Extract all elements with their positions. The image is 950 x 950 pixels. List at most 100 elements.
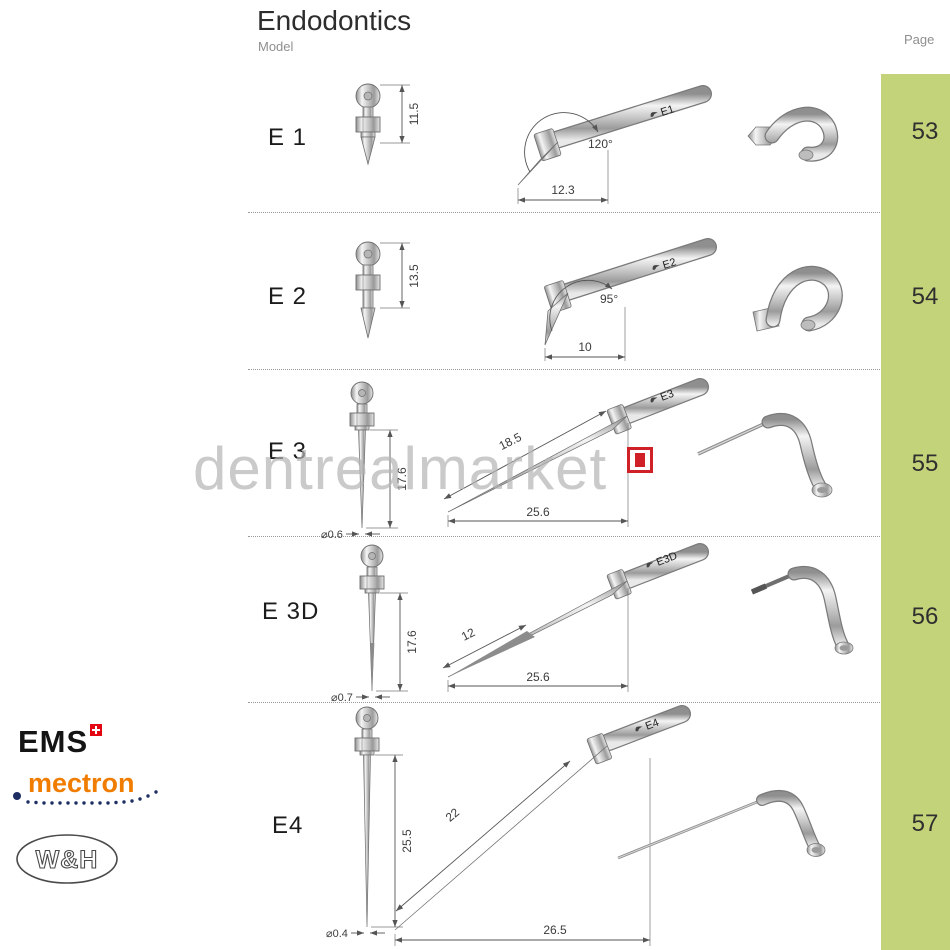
e3-width-dimension: 25.6 — [447, 423, 629, 527]
e3-photo — [697, 413, 833, 498]
e1-width-dimension: 12.3 — [517, 150, 609, 204]
brand-glyph-icon — [635, 726, 643, 732]
e1-height-dimension: 11.5 — [380, 84, 421, 144]
e3-tip-shape — [447, 378, 709, 513]
row-separator — [248, 536, 880, 537]
page-number-e1: 53 — [911, 118, 939, 145]
e3d-side-drawing: E3D 12 25.6 — [442, 543, 709, 692]
page-title: Endodontics — [257, 5, 412, 36]
row-separator — [248, 369, 880, 370]
mectron-dots — [13, 790, 158, 805]
e4-side-drawing: E4 22 26.5 — [394, 705, 691, 946]
page-number-e4: 57 — [911, 810, 939, 837]
page-number-bar — [881, 74, 950, 950]
e4-spiral-texture — [398, 761, 586, 925]
row-separator — [248, 212, 880, 213]
brand-glyph-icon — [650, 112, 658, 117]
e3-height-dim-label: 17.6 — [395, 467, 409, 491]
e3d-photo — [750, 566, 854, 655]
e2-height-dimension: 13.5 — [380, 242, 421, 309]
mectron-logo: mectron — [13, 768, 158, 805]
e2-width-dimension: 10 — [544, 307, 626, 361]
e3-photo-shape — [697, 413, 833, 498]
e4-slant-dim-label: 22 — [443, 805, 462, 825]
e2-tip-shape — [544, 238, 717, 346]
brand-glyph-icon — [652, 265, 660, 270]
e3-diameter-dim-label: ⌀0.6 — [321, 529, 343, 541]
e3-shaft-label: E3 — [659, 388, 676, 404]
e2-small-drawing: 13.5 — [355, 241, 421, 339]
e2-tip-model-marking: E2 — [652, 256, 678, 272]
e3-height-dimension: 17.6 — [366, 429, 409, 529]
e4-shaft-label: E4 — [644, 717, 661, 733]
wh-logo: W&H — [16, 834, 118, 884]
e3d-diamond-coating — [448, 631, 535, 677]
model-label-e3d: E 3D — [262, 598, 320, 625]
model-label-e4: E4 — [272, 812, 304, 839]
ems-swiss-cross-icon — [90, 724, 103, 736]
page-number-e2: 54 — [911, 283, 939, 310]
e3d-connector-shape — [359, 544, 385, 692]
page-number-e3: 55 — [911, 450, 939, 477]
e3d-slant-dim-label: 12 — [459, 625, 478, 644]
row-separator — [248, 702, 880, 703]
e3-connector-shape — [349, 381, 375, 529]
e2-side-drawing: E2 95° 10 — [544, 238, 717, 361]
e1-photo — [747, 106, 839, 162]
page-number-e3d: 56 — [911, 603, 939, 630]
model-column-label: Model — [258, 39, 294, 54]
e4-photo — [617, 789, 826, 860]
e2-photo-shape — [752, 265, 843, 332]
model-label-e3: E 3 — [268, 438, 308, 465]
e1-tip-shape — [517, 85, 712, 186]
e3d-slant-dimension: 12 — [442, 624, 527, 669]
e3-diameter-dimension: ⌀0.6 — [321, 529, 380, 541]
brand-glyph-icon — [650, 397, 658, 403]
e3d-height-dim-label: 17.6 — [405, 630, 419, 654]
e2-height-dim-label: 13.5 — [407, 264, 421, 288]
e3d-tip-shape — [447, 543, 709, 678]
e3-side-drawing: E3 18.5 25.6 — [443, 378, 709, 527]
e4-connector-shape — [354, 706, 380, 928]
e1-small-drawing: 11.5 — [355, 83, 421, 166]
e3d-diameter-dimension: ⌀0.7 — [331, 692, 390, 704]
e3d-width-dimension: 25.6 — [447, 588, 629, 692]
e2-connector-shape — [355, 241, 381, 339]
e2-angle-dimension: 95° — [549, 279, 618, 332]
e3-width-dim-label: 25.6 — [526, 505, 550, 519]
e3d-width-dim-label: 25.6 — [526, 670, 550, 684]
e1-width-dim-label: 12.3 — [551, 183, 575, 197]
e2-angle-dim-label: 95° — [600, 292, 618, 306]
e4-diameter-dimension: ⌀0.4 — [326, 928, 385, 940]
e4-photo-shape — [617, 789, 826, 860]
e3d-small-drawing: 17.6 ⌀0.7 — [331, 544, 419, 704]
model-label-e2: E 2 — [268, 283, 308, 310]
e2-photo — [752, 265, 843, 332]
e3-tip-model-marking: E3 — [650, 388, 676, 404]
e2-width-dim-label: 10 — [578, 340, 592, 354]
wh-logo-text: W&H — [36, 846, 99, 874]
page-column-label: Page — [904, 32, 935, 47]
model-label-e1: E 1 — [268, 124, 308, 151]
e4-width-dimension: 26.5 — [394, 758, 651, 946]
e1-angle-dim-label: 120° — [588, 137, 613, 151]
e3d-diamond-coating — [370, 643, 375, 691]
e1-tip-model-marking: E1 — [650, 103, 676, 119]
e2-shaft-label: E2 — [661, 256, 678, 272]
brand-glyph-icon — [646, 562, 654, 568]
e3d-height-dimension: 17.6 — [376, 592, 419, 692]
e1-photo-shape — [747, 106, 839, 162]
e3d-photo-shape — [750, 566, 854, 655]
e4-tip-model-marking: E4 — [635, 717, 661, 733]
ems-logo: EMS — [18, 724, 103, 760]
mectron-logo-text: mectron — [28, 768, 135, 798]
e3-slant-dimension: 18.5 — [443, 410, 607, 500]
e3-slant-dim-label: 18.5 — [497, 430, 524, 453]
e1-connector-shape — [355, 83, 381, 166]
wh-logo-outline — [16, 834, 118, 884]
e4-slant-dimension: 22 — [395, 760, 571, 912]
e3-small-drawing: 17.6 ⌀0.6 — [321, 381, 409, 541]
e1-shaft-label: E1 — [659, 103, 676, 119]
e4-width-dim-label: 26.5 — [543, 923, 567, 937]
e4-diameter-dim-label: ⌀0.4 — [326, 928, 348, 940]
